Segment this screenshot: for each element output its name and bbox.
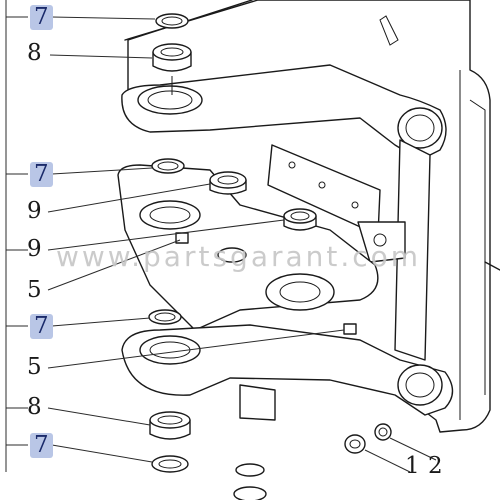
lower-pivot-boss bbox=[397, 364, 443, 406]
callout-8: 8 bbox=[27, 394, 42, 420]
housing-outline bbox=[124, 0, 491, 433]
lower-arm-bore bbox=[139, 335, 201, 365]
bushing-9-b-hole bbox=[290, 211, 310, 221]
ring-7-third-hole bbox=[154, 312, 176, 322]
plate-hole bbox=[351, 201, 359, 209]
upper-arm-bore bbox=[137, 85, 203, 115]
bushing-8-bottom-hole bbox=[157, 415, 183, 425]
washer-1 bbox=[344, 434, 366, 454]
leader-lines bbox=[6, 16, 437, 473]
washer-2 bbox=[374, 423, 392, 441]
lower-washer-2 bbox=[233, 486, 267, 500]
ring-7-bottom-hole bbox=[158, 459, 182, 469]
ring-7-second bbox=[151, 158, 185, 174]
plate-tab-hole bbox=[373, 233, 387, 247]
watermark: www.partsgarant.com bbox=[56, 240, 422, 273]
callout-1: 1 bbox=[405, 453, 420, 479]
trunnion-lower-bore bbox=[265, 273, 335, 311]
upper-arm-bore-inner bbox=[147, 90, 193, 110]
bushing-8-top-hole bbox=[160, 47, 184, 57]
lower-stub bbox=[239, 384, 276, 421]
lower-washer bbox=[235, 463, 265, 477]
callout-5: 5 bbox=[27, 277, 42, 303]
callout-7: 7 bbox=[30, 5, 53, 30]
callout-7: 7 bbox=[30, 433, 53, 458]
housing-top-edge bbox=[127, 0, 253, 96]
trunnion-center-hole bbox=[217, 247, 247, 263]
upper-arm bbox=[121, 64, 447, 161]
callout-9: 9 bbox=[27, 198, 42, 224]
callout-7: 7 bbox=[30, 162, 53, 187]
ring-7-second-hole bbox=[157, 161, 179, 171]
bushing-8-bottom-rim bbox=[149, 411, 191, 429]
trunnion-lower-bore-inner bbox=[279, 281, 321, 303]
plate-tab bbox=[357, 221, 406, 263]
bushing-9-a-hole bbox=[217, 175, 239, 185]
callout-8: 8 bbox=[27, 40, 42, 66]
ring-7-bottom bbox=[151, 455, 189, 473]
callout-5: 5 bbox=[27, 354, 42, 380]
plate-hole bbox=[318, 181, 326, 189]
callout-2: 2 bbox=[428, 453, 443, 479]
washer-1-hole bbox=[349, 439, 361, 449]
callout-9: 9 bbox=[27, 236, 42, 262]
lower-pivot-hole bbox=[405, 372, 435, 398]
washer-2-hole bbox=[378, 427, 388, 437]
ring-7-third bbox=[148, 309, 182, 325]
trunnion-upper-bore-inner bbox=[149, 206, 191, 224]
housing-side-detail bbox=[484, 261, 500, 271]
housing-right-edge bbox=[469, 99, 486, 395]
upper-pivot-hole bbox=[405, 114, 435, 142]
bushing-9-b-rim bbox=[283, 208, 317, 224]
callout-7: 7 bbox=[30, 314, 53, 339]
grease-nipple-lower bbox=[343, 323, 357, 335]
yoke-vertical bbox=[394, 139, 431, 361]
ring-7-top bbox=[155, 13, 189, 29]
bushing-8-top-rim bbox=[152, 43, 192, 61]
upper-pivot-boss bbox=[397, 107, 443, 149]
ring-7-top-hole bbox=[161, 16, 183, 26]
bushing-9-a-rim bbox=[209, 171, 247, 189]
trunnion-upper-bore bbox=[139, 200, 201, 230]
housing-hook bbox=[379, 15, 399, 46]
plate-hole bbox=[288, 161, 296, 169]
